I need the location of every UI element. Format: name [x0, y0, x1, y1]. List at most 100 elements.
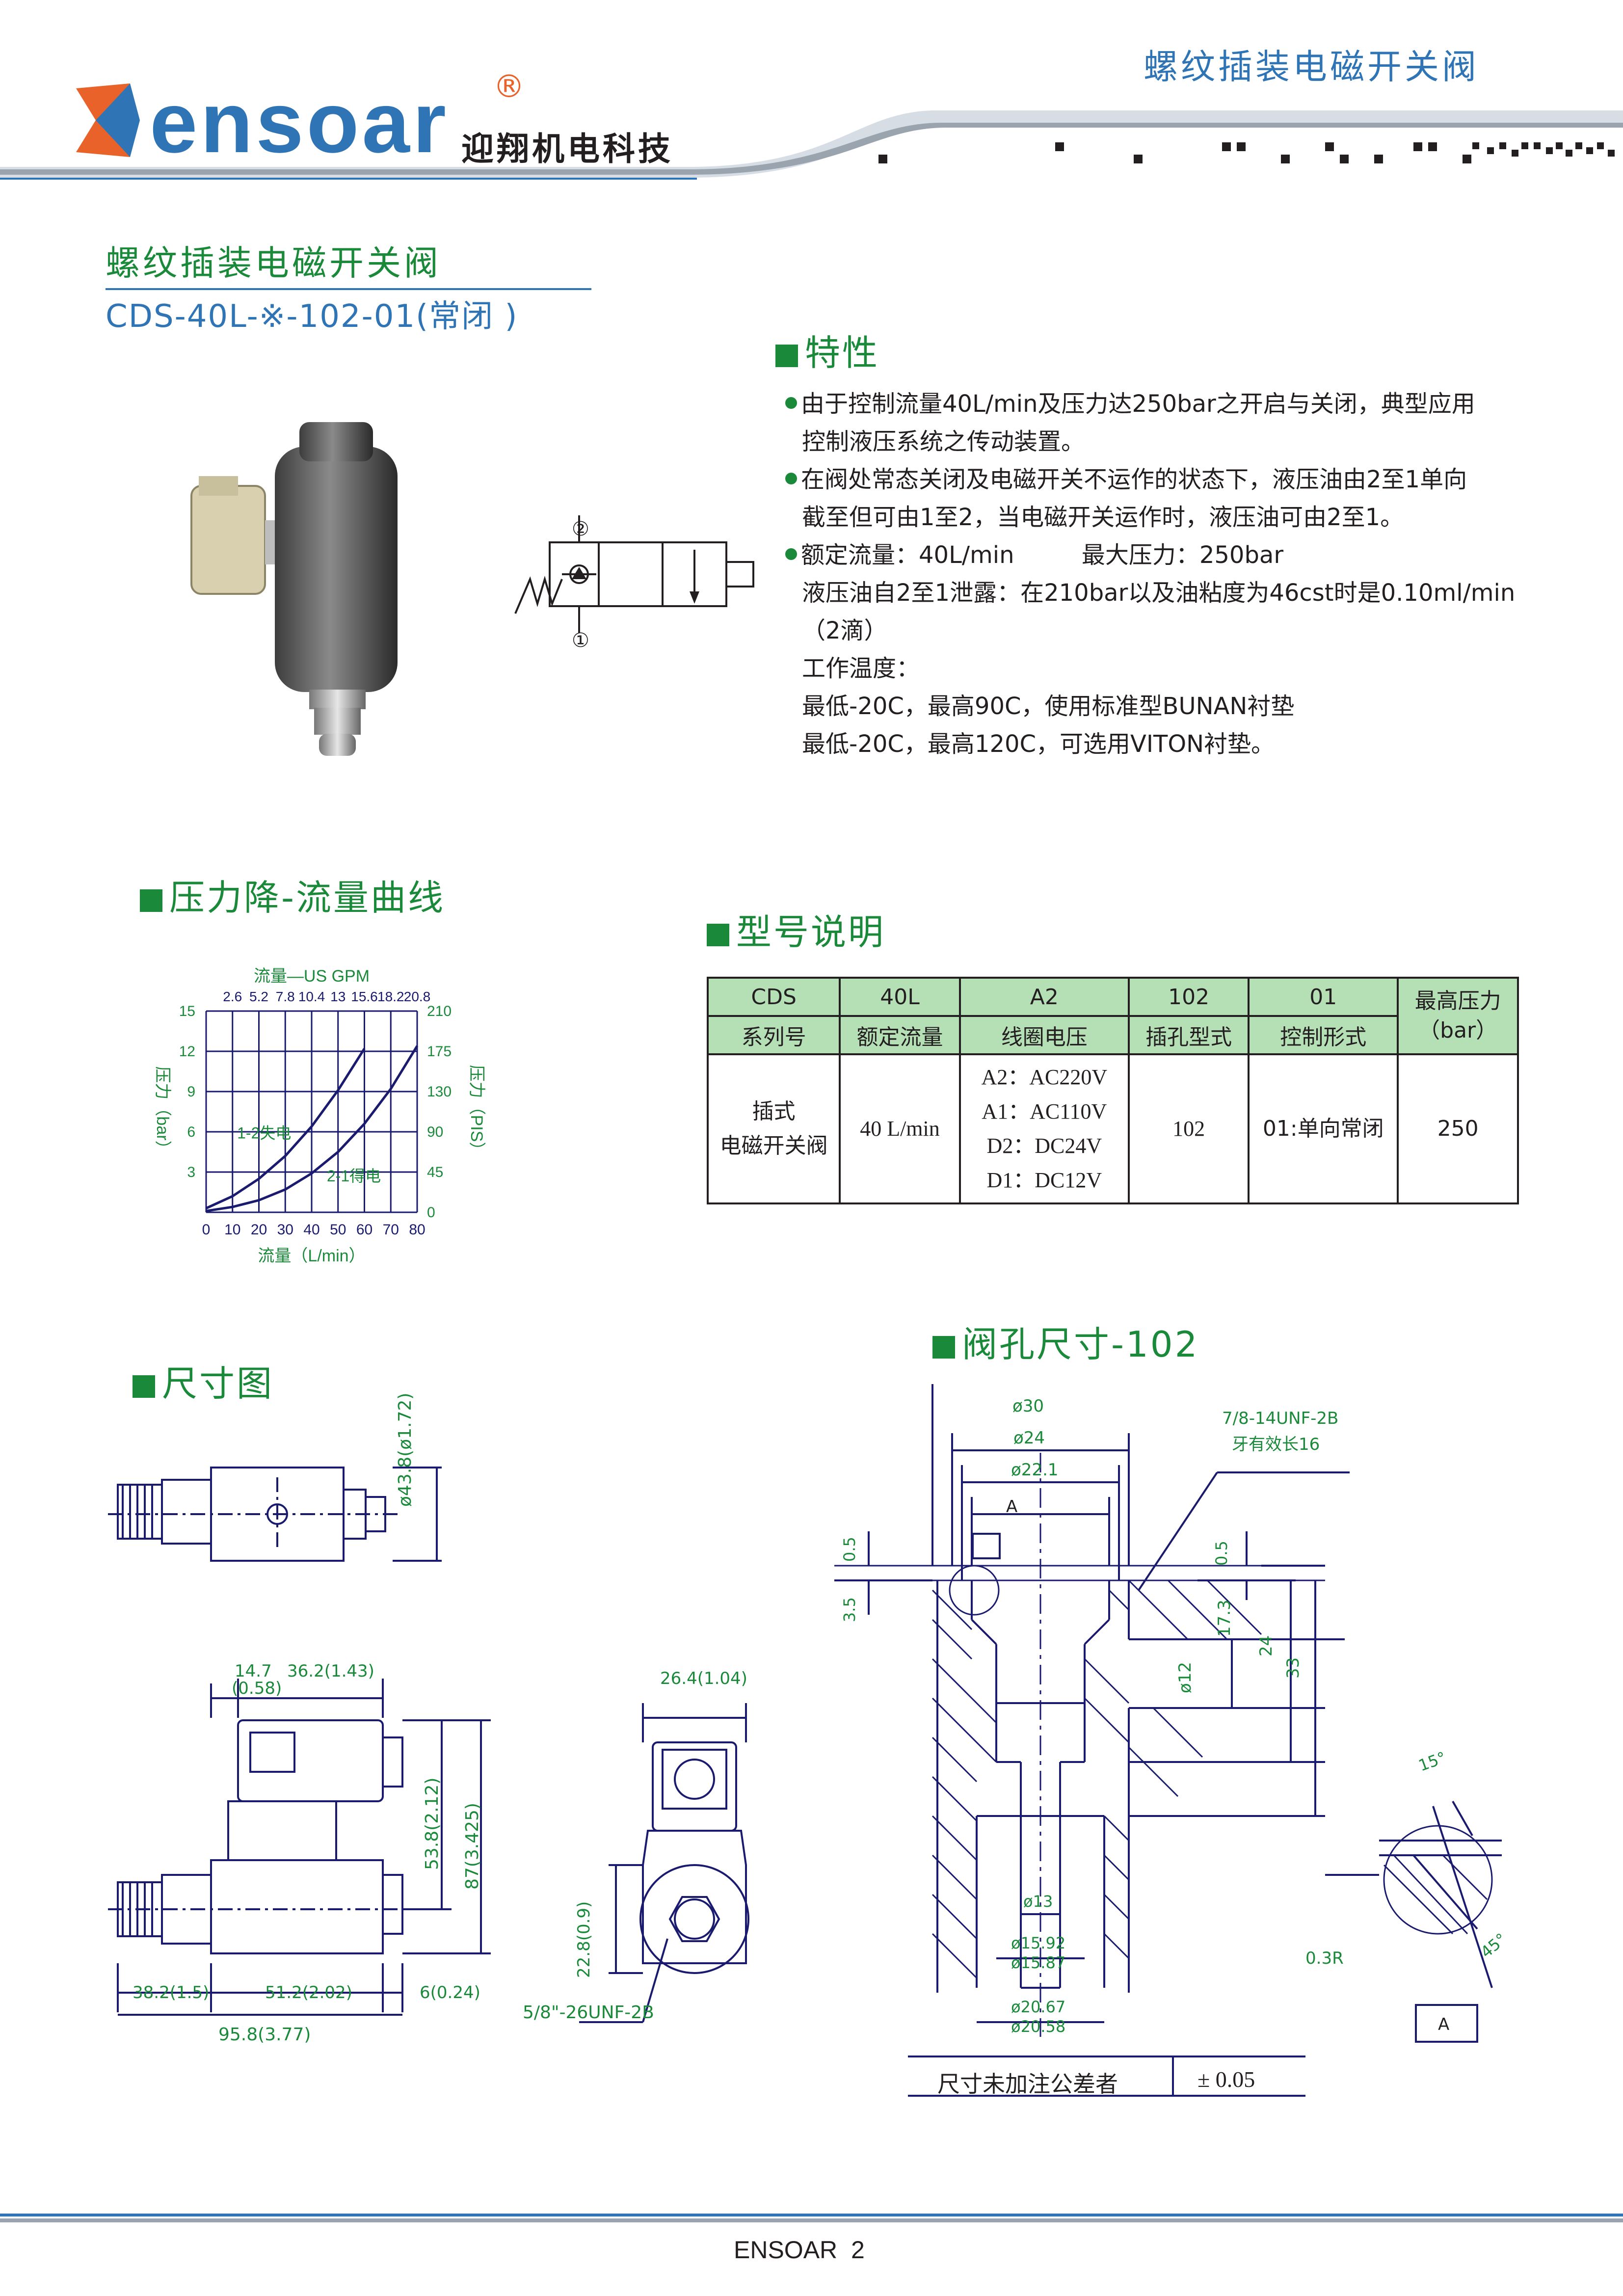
top-tick-label: 15.6 [351, 989, 378, 1004]
top-tick-label: 2.6 [223, 989, 242, 1004]
registered-mark: ® [493, 69, 525, 105]
cavity-drawing [834, 1384, 1502, 2097]
bullet-icon [785, 473, 797, 484]
cavity-label-d12: ø12 [1175, 1661, 1195, 1693]
cavity-section-title-text: 阀孔尺寸-102 [962, 1324, 1199, 1365]
product-name: 螺纹插装电磁开关阀 [106, 243, 441, 283]
table-cell: 系列号 [706, 1015, 841, 1055]
section-square-icon [707, 924, 729, 946]
cavity-label-24: 24 [1256, 1635, 1276, 1656]
tolerance-label: 尺寸未加注公差者 [937, 2072, 1118, 2097]
y-tick-label: 3 [187, 1164, 195, 1180]
x-tick-label: 30 [277, 1222, 293, 1238]
dim-label-total: 95.8(3.77) [218, 2025, 311, 2045]
cavity-label-d20-58: ø20.58 [1011, 2017, 1066, 2036]
x-tick-label: 70 [383, 1222, 399, 1238]
x-axis-title: 流量（L/min） [258, 1247, 365, 1265]
product-title-underline [106, 288, 591, 290]
feature-line: 在阀处常态关闭及电磁开关不运作的状态下，液压油由2至1单向 [785, 461, 1561, 499]
top-tick-label: 5.2 [249, 989, 268, 1004]
top-tick-label: 10.4 [298, 989, 325, 1004]
table-cell: 102 [1127, 977, 1250, 1017]
cavity-label-d22-1: ø22.1 [1011, 1460, 1059, 1480]
right-tick-label: 90 [427, 1124, 443, 1140]
cavity-label-d15-92: ø15.92 [1011, 1934, 1066, 1952]
dim-label-53-8: 53.8(2.12) [422, 1777, 442, 1870]
company-name: 迎翔机电科技 [461, 130, 673, 168]
features-title-text: 特性 [805, 332, 880, 374]
x-tick-label: 10 [224, 1222, 240, 1238]
feature-line: 工作温度： [802, 655, 920, 682]
cavity-label-d20-67: ø20.67 [1011, 1998, 1066, 2016]
header-decoration [0, 110, 1623, 180]
table-cell: 插式电磁开关阀 [706, 1053, 841, 1204]
page-category: 螺纹插装电磁开关阀 [1144, 47, 1479, 87]
cavity-label-thread-length: 牙有效长16 [1232, 1435, 1320, 1454]
x-tick-label: 50 [330, 1222, 346, 1238]
model-section-title: 型号说明 [707, 903, 885, 955]
table-cell: A2 [958, 977, 1130, 1017]
section-square-icon [140, 889, 162, 912]
right-tick-label: 0 [427, 1204, 435, 1221]
curve-section-title: 压力降-流量曲线 [140, 869, 445, 920]
feature-line: （2滴） [802, 617, 888, 644]
right-tick-label: 45 [427, 1164, 443, 1180]
cavity-label-d13: ø13 [1023, 1892, 1053, 1911]
y-tick-label: 15 [179, 1003, 195, 1019]
features-title: 特性 [775, 324, 879, 375]
ensoar-logo: ensoar [76, 75, 449, 167]
dim-label-14-7: 14.7 [235, 1661, 272, 1681]
table-cell: 控制形式 [1248, 1015, 1399, 1055]
cavity-label-d24: ø24 [1013, 1428, 1045, 1448]
feature-line: 最低-20C，最高90C，使用标准型BUNAN衬垫 [802, 693, 1295, 720]
dim-label-51-2: 51.2(2.02) [265, 1983, 352, 2002]
cavity-section-title: 阀孔尺寸-102 [932, 1315, 1199, 1367]
x-tick-label: 40 [303, 1222, 319, 1238]
dimension-section-title-text: 尺寸图 [162, 1363, 274, 1404]
series-line [205, 1048, 366, 1210]
feature-line: 最低-20C，最高120C，可选用VITON衬垫。 [802, 730, 1275, 758]
table-row: CDS 40L A2 102 01 最高压力 （bar） [706, 977, 1519, 1055]
cavity-label-0-3r: 0.3R [1305, 1949, 1344, 1968]
dim-label-87: 87(3.425) [462, 1803, 482, 1890]
table-cell: 102 [1127, 1053, 1250, 1204]
top-tick-label: 7.8 [276, 989, 295, 1004]
top-axis-title: 流量—US GPM [254, 967, 370, 986]
feature-line: 额定流量：40L/min 最大压力：250bar [785, 536, 1561, 574]
x-tick-label: 60 [356, 1222, 372, 1238]
table-cell: 40 L/min [839, 1053, 961, 1204]
top-tick-label: 18.2 [377, 989, 404, 1004]
section-square-icon [775, 345, 798, 367]
svg-text:ensoar: ensoar [150, 75, 449, 167]
top-tick-label: 13 [330, 989, 346, 1004]
cavity-label-3-5: 3.5 [840, 1597, 859, 1622]
table-cell: 01 [1248, 977, 1399, 1017]
cavity-label-d15-87: ø15.87 [1011, 1953, 1066, 1972]
table-cell: 额定流量 [839, 1015, 961, 1055]
section-square-icon [133, 1375, 155, 1398]
table-row: 系列号 额定流量 线圈电压 插孔型式 控制形式 [706, 1015, 1518, 1055]
symbol-port-2: ② [572, 518, 589, 540]
model-section-title-text: 型号说明 [736, 911, 886, 953]
symbol-port-1: ① [572, 629, 589, 652]
dim-label-22-8: 22.8(0.9) [574, 1901, 594, 1978]
dim-label-thread: 5/8"-26UNF-2B [523, 2002, 654, 2023]
cavity-label-17-3: 17.3 [1215, 1600, 1234, 1637]
dim-label-26-4: 26.4(1.04) [660, 1669, 747, 1688]
cavity-label-d30: ø30 [1012, 1396, 1044, 1416]
table-cell: A2：AC220V A1：AC110V D2：DC24V D1：DC12V [958, 1053, 1130, 1204]
dim-label-coil-diameter: ø43.8(ø1.72) [395, 1392, 415, 1507]
table-row: 插式电磁开关阀 40 L/min A2：AC220V A1：AC110V D2：… [706, 1053, 1519, 1204]
x-tick-label: 20 [251, 1222, 267, 1238]
cavity-label-0-5-left: 0.5 [840, 1537, 859, 1562]
product-photo [190, 422, 398, 756]
series-label: 1-2失电 [237, 1124, 291, 1142]
right-axis-title: 压力（PIS） [467, 1065, 486, 1159]
y-tick-label: 12 [179, 1043, 195, 1060]
cavity-datum-a-top: A [1006, 1497, 1018, 1517]
table-cell: 01:单向常闭 [1248, 1053, 1399, 1204]
right-tick-label: 130 [427, 1084, 452, 1100]
feature-line: 液压油自2至1泄露：在210bar以及油粘度为46cst时是0.10ml/min [802, 579, 1516, 607]
page-header: ensoar ® 迎翔机电科技 螺纹插装电磁开关阀 [0, 0, 1623, 187]
